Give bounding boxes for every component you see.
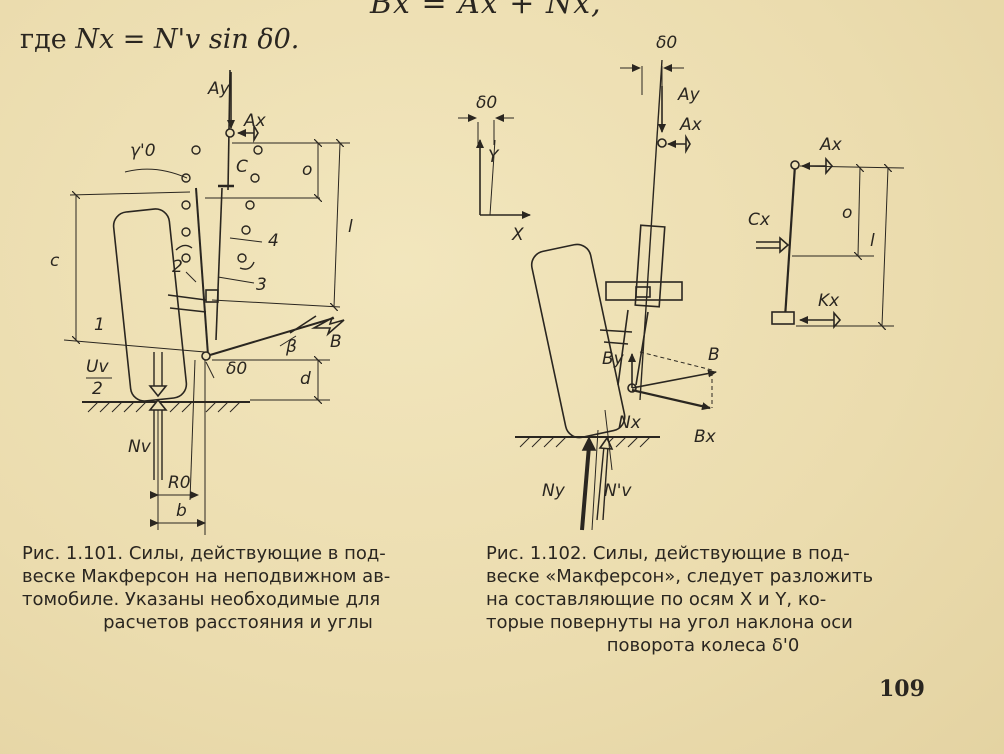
- caption-fig-1-101: Рис. 1.101. Силы, действующие в под- вес…: [22, 542, 454, 634]
- caption-line: Рис. 1.102. Силы, действующие в под-: [486, 543, 850, 564]
- force-b-arrow: [310, 316, 345, 337]
- label-d: d: [300, 369, 311, 389]
- caption-line: Рис. 1.101. Силы, действующие в под-: [22, 543, 386, 564]
- figure-1-101-labels: Ay Ax γ'0 C c o l 4 2 3 1 B β Uv 2 δ0 d …: [50, 79, 353, 521]
- label-4: 4: [268, 231, 279, 251]
- label-nx: Nx: [618, 413, 642, 433]
- label-kx: Kx: [818, 291, 840, 311]
- formula-line: где Nx = N'v sin δ0.: [20, 24, 299, 55]
- label-b-force: B: [330, 332, 342, 352]
- label-c-small: C: [236, 157, 248, 177]
- label-b-small: b: [176, 501, 187, 521]
- label-by: By: [602, 349, 625, 369]
- label-bx: Bx: [694, 427, 717, 447]
- label-nv: Nv: [128, 437, 152, 457]
- label-uv-denominator: 2: [92, 379, 103, 399]
- formula-expression: Nx = N'v sin δ0.: [75, 24, 300, 55]
- label-2: 2: [172, 257, 183, 277]
- label-o: o: [302, 160, 312, 180]
- damper-body: [634, 224, 666, 308]
- figure-1-102-labels: δ0 Ay Ax δ0 Y X B By Nx Bx Ny N'v: [476, 33, 720, 501]
- label-ax: Ax: [243, 111, 267, 131]
- ground-hatching: [87, 401, 241, 413]
- caption-line: веске Макферсон на неподвижном ав-: [22, 566, 391, 587]
- label-uv: Uv: [86, 357, 109, 377]
- label-gamma0: γ'0: [130, 141, 156, 161]
- force-side-diagram-labels: Ax Cx o l Kx: [748, 135, 875, 311]
- page-number: 109: [879, 676, 925, 702]
- label-l-3: l: [870, 231, 875, 251]
- figure-1-102: [458, 59, 717, 531]
- label-beta: β: [285, 337, 297, 357]
- label-ax-2: Ax: [679, 115, 703, 135]
- label-delta0: δ0: [226, 359, 247, 379]
- label-y-axis: Y: [488, 147, 500, 167]
- caption-line: на составляющие по осям X и Y, ко-: [486, 589, 827, 610]
- caption-line: веске «Макферсон», следует разложить: [486, 566, 874, 587]
- label-ay: Ay: [207, 79, 231, 99]
- figure-1-101: [63, 69, 350, 535]
- wheel-tyre-2: [530, 243, 626, 439]
- label-ay-2: Ay: [677, 85, 701, 105]
- formula-continuation: Bx = Ax + Nx,: [370, 0, 602, 21]
- caption-line: томобиле. Указаны необходимые для: [22, 589, 381, 610]
- strut-mount: [205, 289, 219, 303]
- force-side-diagram: [756, 156, 905, 327]
- formula-prefix: где: [20, 24, 67, 55]
- caption-fig-1-102: Рис. 1.102. Силы, действующие в под- вес…: [486, 542, 920, 657]
- label-3: 3: [256, 275, 267, 295]
- label-delta0-axes: δ0: [476, 93, 497, 113]
- caption-line-last: расчетов расстояния и углы: [103, 612, 373, 633]
- label-nv-2: N'v: [604, 481, 632, 501]
- coil-spring: [175, 145, 263, 270]
- caption-line: торые повернуты на угол наклона оси: [486, 612, 853, 633]
- wheel-tyre: [112, 208, 188, 402]
- label-x-axis: X: [511, 225, 524, 245]
- spring-seat: [605, 281, 683, 301]
- label-l: l: [348, 217, 353, 237]
- label-o-3: o: [842, 203, 852, 223]
- caption-line-last: поворота колеса δ'0: [606, 635, 800, 656]
- label-cx: Cx: [748, 210, 771, 230]
- label-r0: R0: [168, 473, 191, 493]
- label-ax-3: Ax: [819, 135, 843, 155]
- label-c-big: c: [50, 251, 60, 271]
- label-1: 1: [94, 315, 105, 335]
- label-ny: Ny: [542, 481, 566, 501]
- label-delta0-top: δ0: [656, 33, 677, 53]
- label-b-force-2: B: [708, 345, 720, 365]
